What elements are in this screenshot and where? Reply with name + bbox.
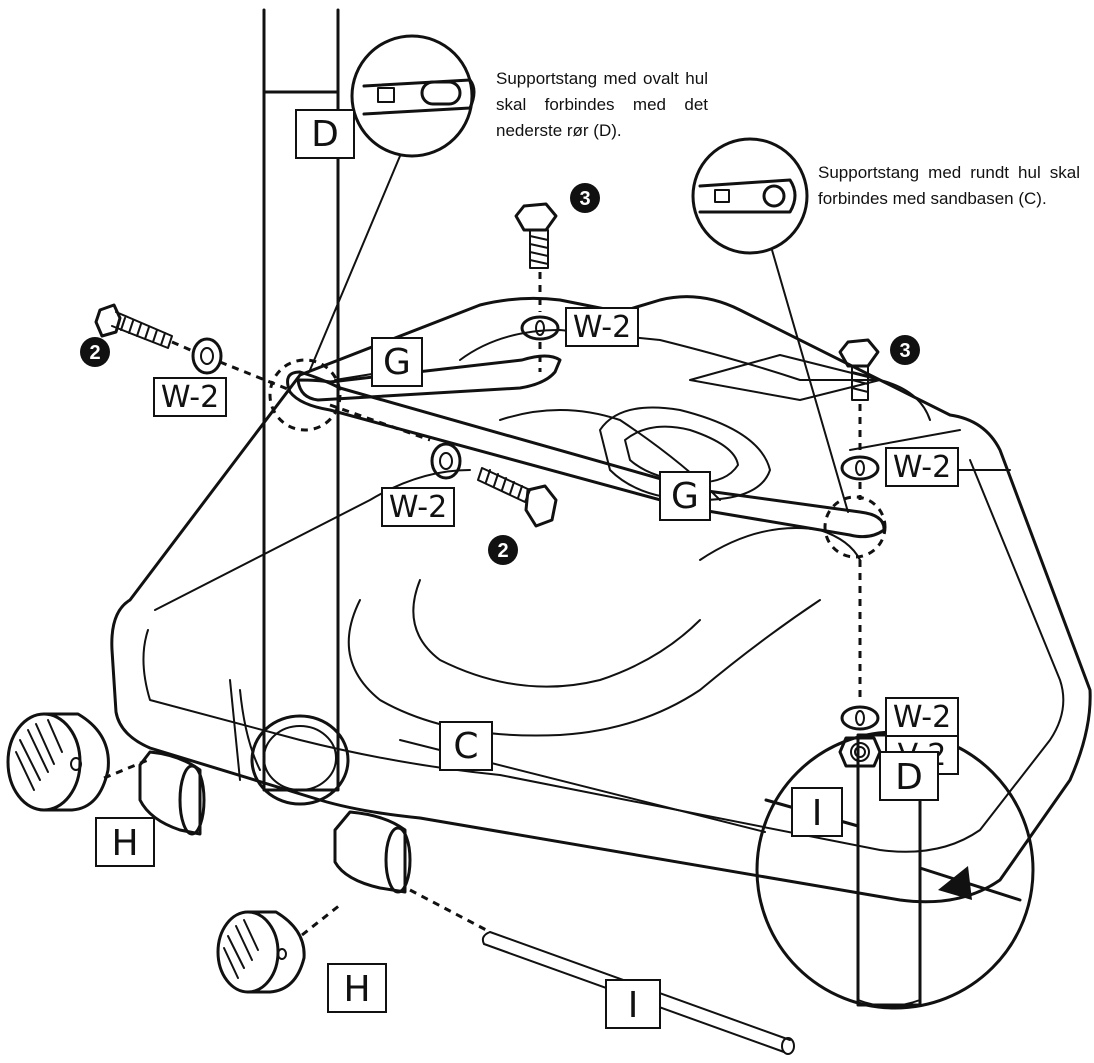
label-pole-top: D — [295, 109, 355, 159]
label-base: C — [439, 721, 493, 771]
step-badge-2-left-text: 2 — [89, 342, 100, 364]
detail-oval-hole — [309, 34, 476, 371]
step-badge-2-centre-text: 2 — [497, 540, 508, 562]
step-badge-2-centre: 2 — [488, 535, 518, 565]
label-wheel-right: H — [327, 963, 387, 1013]
label-washer-right-upper-text: W-2 — [893, 450, 951, 485]
bolt-centre — [477, 467, 558, 528]
washer-left-upper — [191, 337, 223, 375]
label-washer-right-upper: W-2 — [885, 447, 959, 487]
label-detail-pole: D — [879, 751, 939, 801]
support-rod-lower — [286, 370, 886, 539]
label-washer-centre-text: W-2 — [389, 490, 447, 525]
label-washer-left-upper-text: W-2 — [161, 380, 219, 415]
washer-centre — [430, 442, 462, 480]
bolt-left — [94, 303, 173, 349]
detail-round-hole — [691, 137, 849, 513]
step-badge-3-top: 3 — [570, 183, 600, 213]
label-pole-top-text: D — [311, 114, 339, 155]
washer-right-upper — [840, 455, 880, 481]
note-round-hole: Supportstang med rundt hul skal forbinde… — [818, 163, 1080, 208]
wheel-hub-right — [333, 810, 412, 894]
label-detail-axle: I — [791, 787, 843, 837]
step-badge-2-left: 2 — [80, 337, 110, 367]
wheel-left — [6, 712, 110, 812]
label-wheel-left-text: H — [111, 823, 138, 864]
washer-right-lower — [840, 705, 880, 731]
note-oval-hole: Supportstang med ovalt hul skal forbinde… — [496, 69, 708, 140]
label-washer-right-lower: W-2 — [885, 697, 959, 737]
bolt-right — [838, 338, 880, 401]
step-badge-3-right: 3 — [890, 335, 920, 365]
label-washer-centre: W-2 — [381, 487, 455, 527]
label-washer-top-centre: W-2 — [565, 307, 639, 347]
label-support-rod-upper-text: G — [383, 342, 411, 383]
nut-right — [838, 736, 882, 768]
label-detail-pole-text: D — [895, 757, 923, 798]
washer-top-centre — [520, 315, 560, 341]
label-detail-axle-text: I — [812, 793, 823, 834]
label-washer-right-lower-text: W-2 — [893, 700, 951, 735]
label-support-rod-lower-text: G — [671, 476, 699, 517]
sand-base — [110, 295, 1092, 904]
label-wheel-left: H — [95, 817, 155, 867]
label-support-rod-lower: G — [659, 471, 711, 521]
wheel-right — [216, 910, 306, 994]
wheel-hub-left — [138, 750, 206, 836]
label-support-rod-upper: G — [371, 337, 423, 387]
label-wheel-right-text: H — [343, 969, 370, 1010]
step-badge-3-right-text: 3 — [899, 340, 910, 362]
label-washer-left-upper: W-2 — [153, 377, 227, 417]
step-badge-3-top-text: 3 — [579, 188, 590, 210]
lower-pole — [250, 8, 350, 806]
label-washer-top-centre-text: W-2 — [573, 310, 631, 345]
label-base-text: C — [453, 726, 478, 767]
label-axle: I — [605, 979, 661, 1029]
label-axle-text: I — [628, 985, 639, 1026]
bolt-top-centre — [514, 202, 558, 269]
